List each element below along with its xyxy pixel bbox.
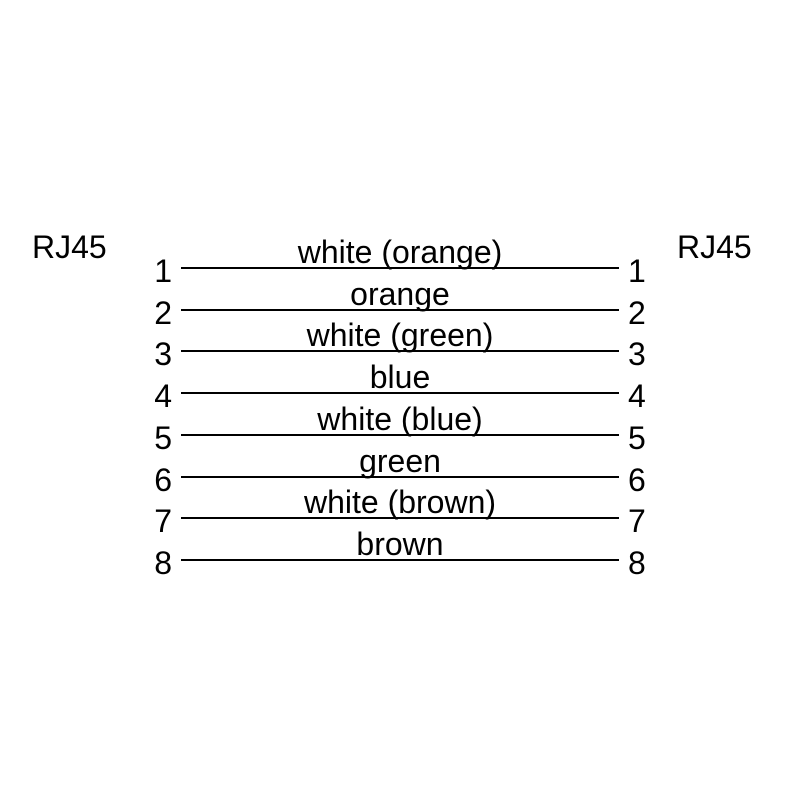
right-pin-number: 4	[628, 378, 646, 415]
wire-line	[181, 475, 619, 478]
right-pin-number: 1	[628, 253, 646, 289]
right-pin-number: 2	[628, 294, 646, 331]
wire-line	[181, 517, 619, 520]
wire-color-label: white (blue)	[317, 400, 483, 437]
wire-line	[181, 267, 619, 269]
wire-color-label: white (orange)	[297, 234, 503, 270]
left-pin-number: 2	[154, 294, 172, 331]
right-connector-label: RJ45	[677, 229, 752, 265]
right-pin-number: 5	[628, 419, 646, 456]
wire-color-label: orange	[350, 275, 450, 312]
wire-line	[181, 433, 619, 436]
right-pin-number: 8	[628, 544, 646, 581]
wire-line	[181, 350, 619, 353]
wire-color-label: brown	[356, 525, 444, 562]
left-pin-number: 3	[154, 336, 172, 373]
left-pin-number: 5	[154, 419, 172, 456]
left-pin-number: 7	[154, 503, 172, 540]
wire-color-label: blue	[369, 359, 431, 396]
left-pin-number: 6	[154, 461, 172, 498]
wire-line	[181, 392, 619, 395]
wire-line	[181, 558, 619, 561]
right-pin-number: 3	[628, 336, 646, 373]
right-pin-number: 6	[628, 461, 646, 498]
left-pin-number: 4	[154, 378, 172, 415]
left-pin-number: 1	[154, 253, 172, 289]
wire-color-label: white (brown)	[303, 484, 497, 521]
wire-color-label: green	[359, 442, 441, 479]
left-connector-label: RJ45	[32, 229, 107, 265]
left-pin-number: 8	[154, 544, 172, 581]
wire-color-label: white (green)	[306, 317, 494, 354]
wire-line	[181, 308, 619, 311]
right-pin-number: 7	[628, 503, 646, 540]
